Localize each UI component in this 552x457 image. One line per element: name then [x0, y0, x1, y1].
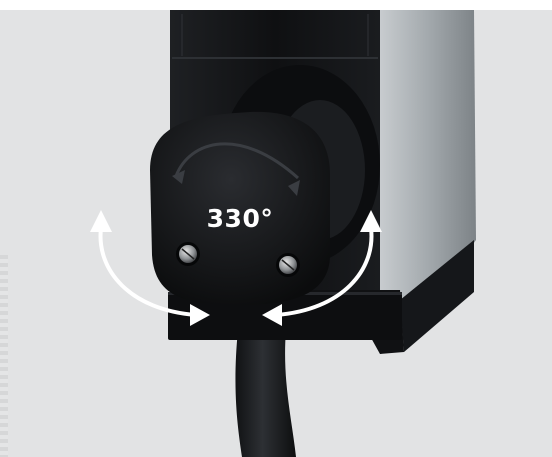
cable — [235, 330, 296, 457]
left-edge-shadow — [0, 255, 8, 457]
left-rotation-arrow-icon — [90, 210, 210, 326]
rotation-angle-label: 330° — [206, 204, 274, 233]
right-rotation-arrow-icon — [262, 210, 382, 326]
housing-side-bottom — [400, 240, 474, 352]
rotation-arc-icon — [174, 142, 300, 180]
top-border — [0, 0, 552, 10]
screw-right-icon — [276, 253, 300, 277]
screw-left-icon — [176, 242, 200, 266]
